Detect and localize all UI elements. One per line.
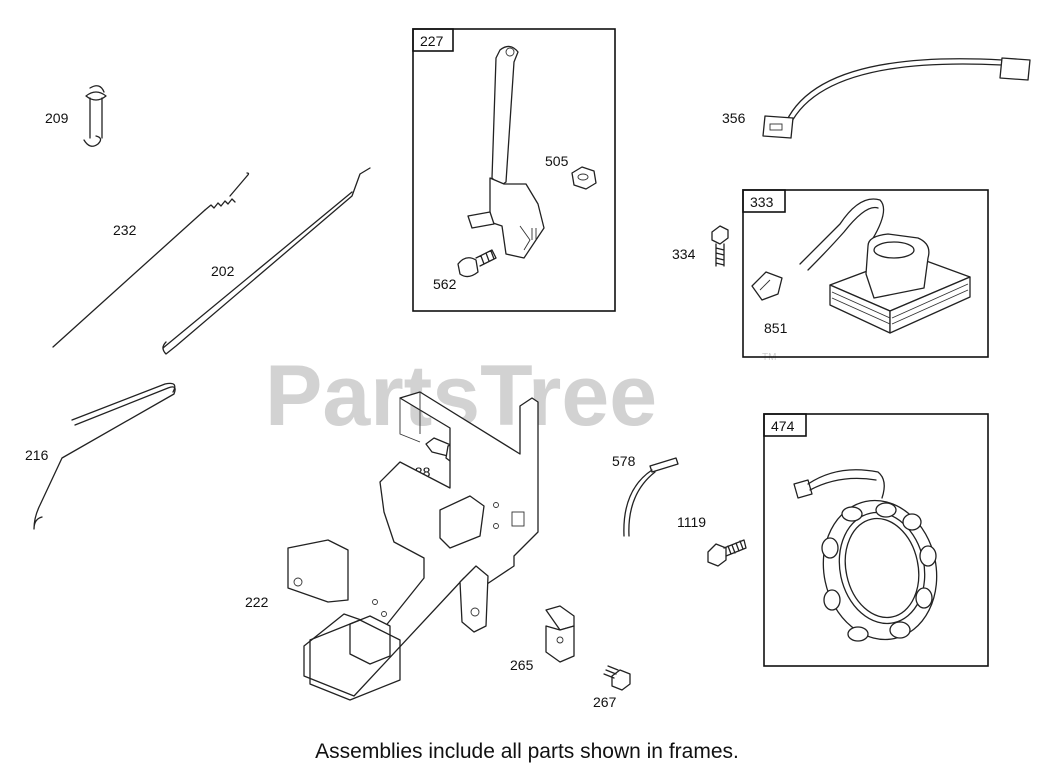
part-562-screw-drawing[interactable]	[457, 249, 497, 278]
frame-333-tag	[742, 189, 786, 213]
part-578-wire-drawing[interactable]	[623, 457, 679, 537]
part-333-armature-drawing[interactable]	[799, 198, 971, 334]
part-label-209[interactable]: 209	[45, 110, 69, 126]
part-474-alternator-drawing[interactable]	[793, 469, 949, 650]
part-label-216[interactable]: 216	[25, 447, 49, 463]
frame-333	[742, 189, 989, 358]
part-label-578[interactable]: 578	[612, 453, 636, 469]
part-505-nut-drawing[interactable]	[571, 166, 597, 190]
part-label-232[interactable]: 232	[113, 222, 137, 238]
part-label-1119[interactable]: 1119	[677, 514, 706, 530]
part-label-851[interactable]: 851	[764, 320, 788, 336]
part-label-356[interactable]: 356	[722, 110, 746, 126]
frame-474	[763, 413, 989, 667]
part-label-222[interactable]: 222	[245, 594, 269, 610]
part-227-throttle-lever-drawing[interactable]	[467, 45, 545, 259]
part-356-wire-drawing[interactable]	[762, 57, 1031, 139]
part-216-rod-drawing[interactable]	[33, 382, 176, 530]
frame-label-227[interactable]: 227	[420, 33, 444, 49]
part-202-link-drawing[interactable]	[162, 167, 371, 355]
part-label-334[interactable]: 334	[672, 246, 696, 262]
part-label-505[interactable]: 505	[545, 153, 569, 169]
frame-label-333[interactable]: 333	[750, 194, 774, 210]
part-265-clip-drawing[interactable]	[545, 605, 575, 663]
frame-label-474[interactable]: 474	[771, 418, 795, 434]
part-label-562[interactable]: 562	[433, 276, 457, 292]
frame-227-tag	[412, 28, 454, 52]
part-label-202[interactable]: 202	[211, 263, 235, 279]
part-209-spring-drawing[interactable]	[83, 85, 107, 147]
part-267-screw-drawing[interactable]	[603, 665, 631, 691]
part-232-rod-drawing[interactable]	[52, 172, 250, 348]
part-222-control-bracket-drawing[interactable]	[287, 391, 539, 701]
part-label-267[interactable]: 267	[593, 694, 617, 710]
part-1119-bolt-drawing[interactable]	[707, 539, 747, 567]
part-851-clip-drawing[interactable]	[751, 271, 783, 301]
part-334-screw-drawing[interactable]	[711, 225, 729, 267]
part-label-265[interactable]: 265	[510, 657, 534, 673]
assemblies-caption: Assemblies include all parts shown in fr…	[315, 740, 739, 763]
frame-227	[412, 28, 616, 312]
frame-474-tag	[763, 413, 807, 437]
